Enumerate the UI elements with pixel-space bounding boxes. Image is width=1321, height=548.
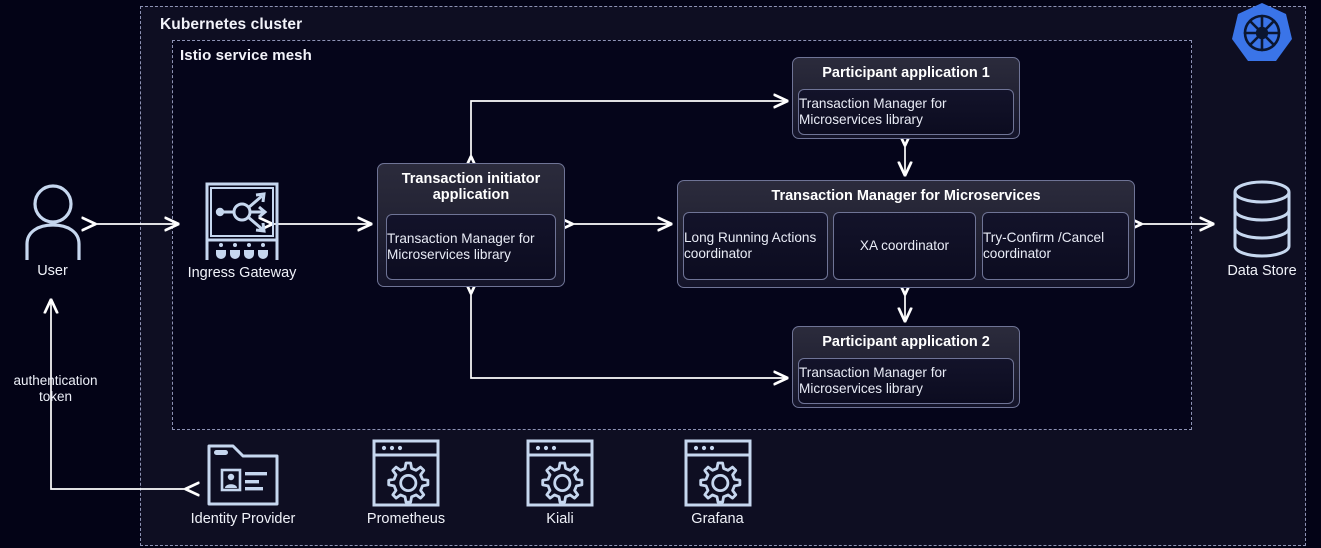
tmm-title: Transaction Manager for Microservices (771, 188, 1041, 204)
participant2-tmm-library[interactable]: Transaction Manager for Microservices li… (798, 358, 1014, 404)
identity-provider-node[interactable]: Identity Provider (180, 442, 306, 527)
participant2-title: Participant application 2 (822, 334, 990, 350)
kubernetes-cluster-label: Kubernetes cluster (160, 16, 303, 33)
initiator-tmm-library[interactable]: Transaction Manager for Microservices li… (386, 214, 556, 280)
ingress-gateway-node[interactable]: Ingress Gateway (183, 180, 301, 281)
istio-service-mesh-label: Istio service mesh (180, 47, 312, 64)
long-running-actions-coordinator[interactable]: Long Running Actions coordinator (683, 212, 828, 280)
prometheus-label: Prometheus (366, 511, 446, 527)
database-icon (1233, 180, 1291, 258)
user-icon (24, 184, 81, 260)
ingress-gateway-icon (205, 182, 279, 260)
authentication-token-label: authentication token (13, 373, 98, 404)
prometheus-node[interactable]: Prometheus (350, 438, 462, 527)
xa-coordinator[interactable]: XA coordinator (833, 212, 976, 280)
kubernetes-logo-icon (1232, 3, 1292, 61)
browser-gear-icon (372, 439, 440, 507)
kiali-node[interactable]: Kiali (505, 438, 615, 527)
grafana-label: Grafana (691, 511, 744, 527)
data-store-label: Data Store (1227, 263, 1297, 279)
participant1-title: Participant application 1 (822, 65, 990, 81)
ingress-gateway-label: Ingress Gateway (187, 265, 297, 281)
data-store-node[interactable]: Data Store (1203, 178, 1321, 279)
kiali-label: Kiali (546, 511, 574, 527)
browser-gear-icon (526, 439, 594, 507)
initiator-title: Transaction initiator application (401, 171, 541, 204)
identity-provider-label: Identity Provider (190, 511, 296, 527)
participant1-tmm-library[interactable]: Transaction Manager for Microservices li… (798, 89, 1014, 135)
identity-provider-icon (207, 444, 279, 506)
try-confirm-cancel-coordinator[interactable]: Try-Confirm /Cancel coordinator (982, 212, 1129, 280)
user-node[interactable]: User (0, 182, 105, 279)
browser-gear-icon (684, 439, 751, 507)
user-label: User (37, 263, 68, 279)
grafana-node[interactable]: Grafana (660, 438, 775, 527)
